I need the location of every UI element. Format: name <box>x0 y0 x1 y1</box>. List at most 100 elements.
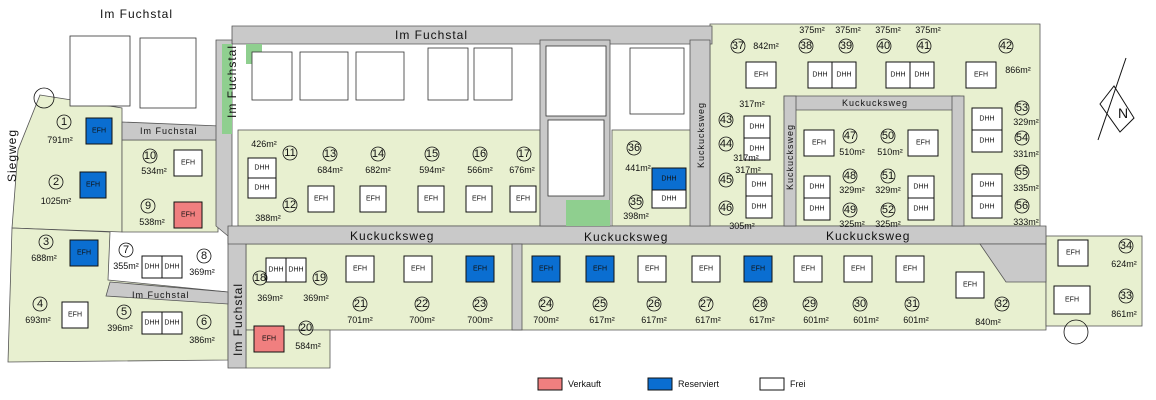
house-24[interactable] <box>531 255 561 283</box>
house-14[interactable] <box>359 185 387 213</box>
house-2[interactable] <box>79 171 107 199</box>
house-4[interactable] <box>61 301 89 329</box>
house-20[interactable] <box>253 325 285 353</box>
house-52[interactable] <box>907 197 935 221</box>
house-21[interactable] <box>345 255 375 283</box>
house-36[interactable] <box>651 167 687 191</box>
house-30[interactable] <box>843 255 873 283</box>
house-8[interactable] <box>161 255 183 279</box>
house-1[interactable] <box>85 117 113 145</box>
house-56[interactable] <box>971 195 1003 219</box>
house-42[interactable] <box>965 61 997 89</box>
house-50[interactable] <box>907 129 939 157</box>
house-44[interactable] <box>743 137 771 161</box>
house-22[interactable] <box>403 255 433 283</box>
house-46[interactable] <box>745 195 773 219</box>
house-29[interactable] <box>793 255 823 283</box>
house-28[interactable] <box>743 255 773 283</box>
house-33[interactable] <box>1053 285 1091 315</box>
house-3[interactable] <box>69 239 99 267</box>
house-12[interactable] <box>247 177 277 199</box>
house-25[interactable] <box>585 255 615 283</box>
house-32[interactable] <box>955 271 985 299</box>
house-39[interactable] <box>831 61 857 89</box>
house-34[interactable] <box>1057 239 1089 267</box>
house-6[interactable] <box>161 311 183 335</box>
house-37[interactable] <box>745 61 777 89</box>
house-15[interactable] <box>417 185 445 213</box>
house-41[interactable] <box>909 61 935 89</box>
house-26[interactable] <box>637 255 667 283</box>
house-10[interactable] <box>173 149 203 177</box>
house-31[interactable] <box>895 255 925 283</box>
house-47[interactable] <box>803 129 835 157</box>
house-54[interactable] <box>971 129 1003 153</box>
house-27[interactable] <box>691 255 721 283</box>
house-49[interactable] <box>803 197 831 221</box>
house-16[interactable] <box>465 185 493 213</box>
house-13[interactable] <box>307 185 335 213</box>
house-40[interactable] <box>885 61 911 89</box>
house-23[interactable] <box>465 255 495 283</box>
house-17[interactable] <box>509 185 537 213</box>
house-19[interactable] <box>285 257 307 283</box>
house-9[interactable] <box>173 201 203 229</box>
